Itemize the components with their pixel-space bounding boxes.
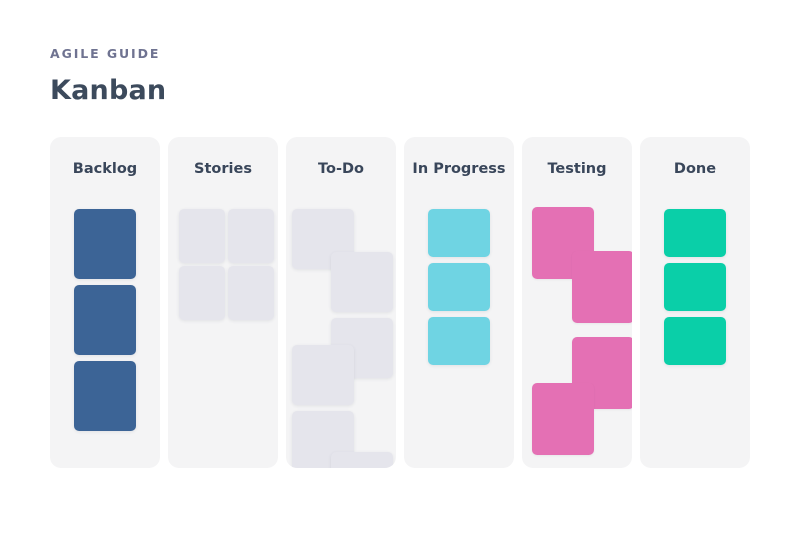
column-title-done: Done xyxy=(673,161,717,177)
kanban-card[interactable] xyxy=(428,209,490,257)
card-stack-in-progress xyxy=(404,203,514,468)
kanban-card[interactable] xyxy=(74,361,136,431)
page-header: AGILE GUIDE Kanban xyxy=(50,46,450,106)
kanban-column-stories[interactable]: Stories xyxy=(168,137,278,468)
column-title-stories: Stories xyxy=(194,161,252,177)
column-title-in-progress: In Progress xyxy=(412,161,506,177)
kanban-card[interactable] xyxy=(292,345,354,405)
kanban-card[interactable] xyxy=(228,266,274,320)
kanban-card[interactable] xyxy=(74,285,136,355)
kanban-card[interactable] xyxy=(228,209,274,263)
kanban-card[interactable] xyxy=(664,263,726,311)
kanban-card[interactable] xyxy=(664,209,726,257)
kanban-card[interactable] xyxy=(572,251,632,323)
kanban-column-to-do[interactable]: To-Do xyxy=(286,137,396,468)
kanban-card[interactable] xyxy=(331,252,393,312)
kanban-card[interactable] xyxy=(532,383,594,455)
card-stack-done xyxy=(640,203,750,468)
page-title: Kanban xyxy=(50,74,167,106)
kanban-card[interactable] xyxy=(664,317,726,365)
column-title-testing: Testing xyxy=(547,161,607,177)
kanban-card[interactable] xyxy=(179,266,225,320)
card-stack-backlog xyxy=(50,203,160,468)
kanban-card[interactable] xyxy=(331,452,393,468)
kanban-column-in-progress[interactable]: In Progress xyxy=(404,137,514,468)
card-stack-to-do xyxy=(286,203,396,468)
kanban-column-done[interactable]: Done xyxy=(640,137,750,468)
kanban-card[interactable] xyxy=(74,209,136,279)
kanban-card[interactable] xyxy=(179,209,225,263)
eyebrow-label: AGILE GUIDE xyxy=(50,46,161,61)
card-stack-testing xyxy=(522,203,632,468)
kanban-board: Backlog Stories To-Do In Progress Testing Don… xyxy=(50,137,750,468)
kanban-card[interactable] xyxy=(428,263,490,311)
kanban-column-testing[interactable]: Testing xyxy=(522,137,632,468)
column-title-to-do: To-Do xyxy=(318,161,364,177)
column-title-backlog: Backlog xyxy=(72,161,138,177)
kanban-column-backlog[interactable]: Backlog xyxy=(50,137,160,468)
kanban-card[interactable] xyxy=(428,317,490,365)
card-stack-stories xyxy=(168,203,278,468)
